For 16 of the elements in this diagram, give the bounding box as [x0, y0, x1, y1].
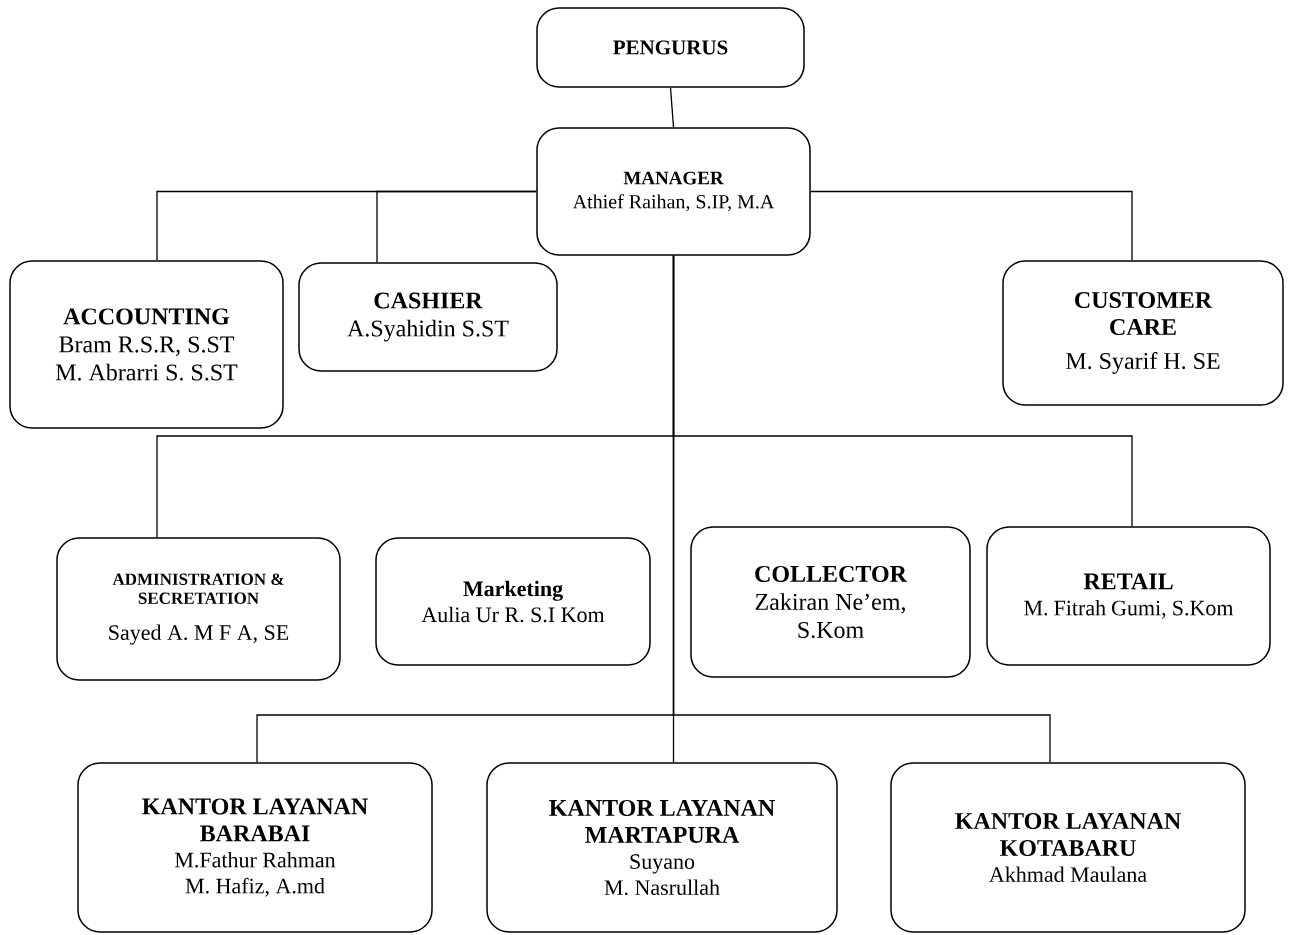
org-box: CASHIER A.Syahidin S.ST — [298, 262, 558, 372]
org-box: KANTOR LAYANAN BARABAI M.Fathur Rahman M. Hafiz, A.md — [77, 762, 433, 933]
org-box: KANTOR LAYANAN KOTABARU Akhmad Maulana — [890, 762, 1246, 933]
org-box: MANAGER Athief Raihan, S.IP, M.A — [536, 127, 811, 256]
org-box: KANTOR LAYANAN MARTAPURA Suyano M. Nasrullah — [486, 762, 838, 933]
org-box: RETAIL M. Fitrah Gumi, S.Kom — [986, 526, 1271, 666]
connector-line — [810, 190, 1133, 261]
connector-line — [376, 190, 537, 263]
org-box: CUSTOMER CARE M. Syarif H. SE — [1002, 260, 1284, 406]
org-box: PENGURUS — [536, 7, 805, 88]
connector-line — [669, 87, 675, 128]
org-box: COLLECTOR Zakiran Ne’em, S.Kom — [690, 526, 971, 678]
org-box: ADMINISTRATION & SECRETATION Sayed A. M F A, SE — [56, 537, 341, 681]
org-box: ACCOUNTING Bram R.S.R, S.ST M. Abrarri S. S.ST — [9, 260, 284, 429]
org-box: Marketing Aulia Ur R. S.I Kom — [375, 537, 651, 666]
connector-line — [672, 255, 1051, 763]
